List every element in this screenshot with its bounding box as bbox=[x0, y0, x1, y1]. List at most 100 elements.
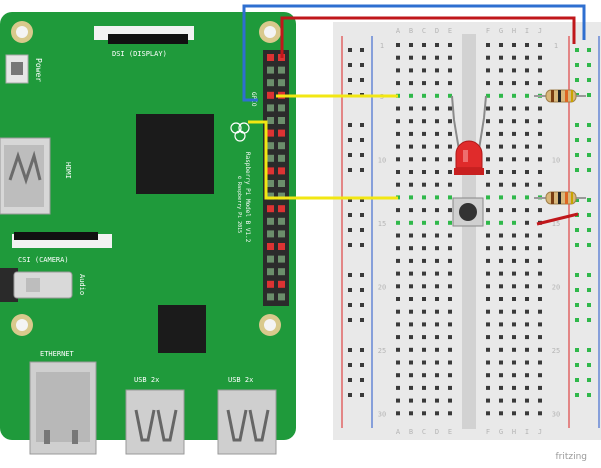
breadboard-hole bbox=[499, 284, 503, 289]
rail-hole bbox=[575, 303, 579, 307]
breadboard-hole bbox=[538, 131, 542, 136]
breadboard-hole bbox=[422, 68, 426, 73]
breadboard-hole bbox=[448, 68, 452, 73]
breadboard-hole bbox=[538, 208, 542, 213]
gpio-pin bbox=[267, 54, 274, 61]
breadboard-hole bbox=[486, 81, 490, 86]
rail-hole bbox=[360, 318, 364, 322]
breadboard-hole bbox=[435, 182, 439, 187]
breadboard-hole bbox=[435, 297, 439, 301]
gpio-pin bbox=[267, 180, 274, 187]
breadboard-hole bbox=[512, 68, 516, 73]
rail-hole bbox=[587, 288, 591, 292]
rail-hole bbox=[348, 153, 352, 157]
gpio-pin bbox=[278, 142, 285, 150]
breadboard-hole bbox=[538, 360, 542, 365]
breadboard-hole bbox=[448, 182, 452, 187]
breadboard-hole bbox=[525, 322, 529, 327]
breadboard-hole bbox=[499, 411, 503, 416]
breadboard-hole bbox=[512, 144, 516, 149]
breadboard-hole bbox=[435, 68, 439, 73]
breadboard-hole bbox=[435, 131, 439, 136]
breadboard-hole bbox=[409, 170, 413, 174]
breadboard-hole bbox=[435, 360, 439, 365]
breadboard-hole bbox=[499, 258, 503, 263]
breadboard-hole bbox=[538, 347, 542, 352]
breadboard-hole bbox=[396, 144, 400, 149]
ethernet-label: ETHERNET bbox=[40, 350, 75, 358]
column-letter: C bbox=[422, 27, 426, 35]
breadboard-hole bbox=[422, 360, 426, 365]
rail-hole bbox=[575, 198, 579, 202]
breadboard-hole bbox=[525, 373, 529, 378]
rail-hole bbox=[360, 48, 364, 52]
rail-hole bbox=[348, 318, 352, 322]
breadboard-hole bbox=[448, 220, 452, 225]
rail-hole bbox=[348, 348, 352, 352]
breadboard-hole bbox=[435, 385, 439, 390]
raspberry-pi-board: Power DSI (DISPLAY) HDMI CSI (CAMERA) Au… bbox=[0, 12, 296, 455]
breadboard-hole bbox=[396, 182, 400, 187]
yellow-wire-bottom bbox=[248, 120, 398, 200]
breadboard-hole bbox=[422, 43, 426, 47]
rail-hole bbox=[360, 348, 364, 352]
breadboard-hole bbox=[422, 258, 426, 263]
breadboard-hole bbox=[512, 208, 516, 213]
breadboard-hole bbox=[512, 195, 516, 200]
breadboard-hole bbox=[486, 182, 490, 187]
breadboard-hole bbox=[512, 322, 516, 327]
power-label: Power bbox=[34, 58, 43, 82]
breadboard-hole bbox=[448, 297, 452, 301]
breadboard-hole bbox=[525, 170, 529, 174]
rail-hole bbox=[575, 288, 579, 292]
breadboard-hole bbox=[448, 81, 452, 86]
fritzing-watermark: fritzing bbox=[555, 452, 587, 462]
breadboard-hole bbox=[525, 68, 529, 73]
breadboard-hole bbox=[538, 119, 542, 124]
rail-hole bbox=[360, 138, 364, 142]
rail-hole bbox=[575, 243, 579, 247]
rail-hole bbox=[348, 213, 352, 217]
breadboard-hole bbox=[538, 43, 542, 47]
gpio-pin bbox=[267, 255, 274, 263]
breadboard-hole bbox=[448, 208, 452, 213]
breadboard-hole bbox=[525, 93, 529, 98]
gpio-pin bbox=[267, 268, 274, 276]
breadboard-hole bbox=[512, 119, 516, 124]
gpio-pin bbox=[267, 66, 274, 74]
breadboard-hole bbox=[525, 411, 529, 416]
pcb bbox=[0, 12, 296, 440]
rail-hole bbox=[575, 318, 579, 322]
led-body bbox=[455, 140, 483, 169]
rail-hole bbox=[587, 378, 591, 382]
gpio-pin bbox=[267, 280, 274, 288]
column-letter: D bbox=[435, 428, 439, 436]
gpio-pin bbox=[278, 217, 285, 225]
breadboard-hole bbox=[448, 347, 452, 352]
breadboard-hole bbox=[396, 170, 400, 174]
gpio-pin bbox=[267, 104, 274, 112]
rail-hole bbox=[587, 273, 591, 277]
gpio-pin bbox=[267, 79, 274, 87]
breadboard-hole bbox=[396, 284, 400, 289]
breadboard-hole bbox=[409, 297, 413, 301]
breadboard-hole bbox=[538, 309, 542, 314]
breadboard-hole bbox=[525, 131, 529, 136]
red-jumper bbox=[536, 212, 579, 226]
breadboard-hole bbox=[486, 68, 490, 73]
breadboard-hole bbox=[448, 398, 452, 403]
breadboard-hole bbox=[512, 170, 516, 174]
column-letter: F bbox=[486, 27, 490, 35]
breadboard-hole bbox=[525, 220, 529, 225]
breadboard-hole bbox=[409, 385, 413, 390]
breadboard-hole bbox=[422, 233, 426, 238]
breadboard-hole bbox=[525, 347, 529, 352]
breadboard-hole bbox=[409, 119, 413, 124]
column-letter: B bbox=[409, 428, 413, 436]
breadboard-hole bbox=[409, 93, 413, 98]
breadboard-hole bbox=[435, 93, 439, 98]
rail-hole bbox=[348, 138, 352, 142]
rail-hole bbox=[348, 288, 352, 292]
rail-hole bbox=[348, 243, 352, 247]
